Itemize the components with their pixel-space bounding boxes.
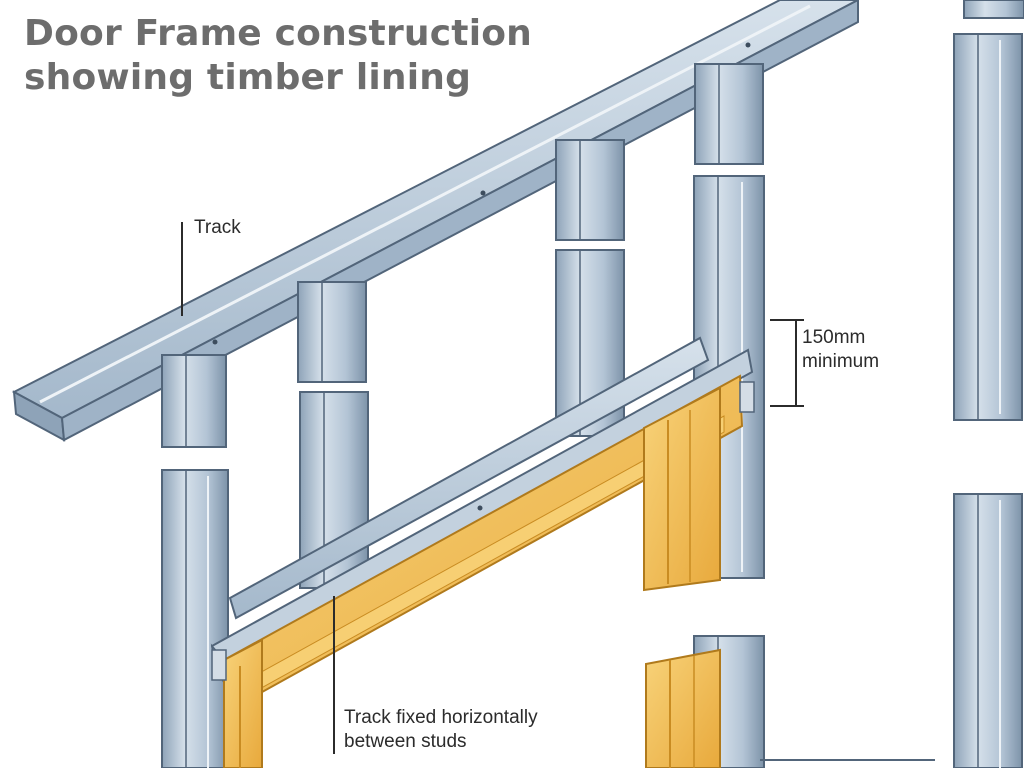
inner-track <box>228 336 710 620</box>
stud <box>953 493 1023 768</box>
stud <box>953 33 1023 421</box>
stud-stub <box>297 281 367 383</box>
track-label-text: Track <box>194 217 241 238</box>
top-track <box>11 0 859 442</box>
stud-stub <box>161 354 227 448</box>
track-label: Track <box>194 216 241 240</box>
timber-lining <box>211 374 755 768</box>
diagram-title: Door Frame construction showing timber l… <box>24 12 532 100</box>
left-stud <box>161 469 229 768</box>
right-studs <box>953 0 1024 768</box>
clearance-label-line-1: 150mm <box>802 327 866 348</box>
upper-stud-stubs <box>161 63 764 448</box>
stud-stub <box>555 139 625 241</box>
clearance-dimension <box>770 319 804 407</box>
track-fixed-label: Track fixed horizontally between studs <box>344 706 538 754</box>
title-line-2: showing timber lining <box>24 57 472 98</box>
track-fixed-label-line-1: Track fixed horizontally <box>344 707 538 728</box>
leader-lines <box>181 222 804 754</box>
title-line-1: Door Frame construction <box>24 13 533 54</box>
stud-stub <box>694 63 764 165</box>
clearance-label-line-2: minimum <box>802 351 880 372</box>
clearance-label: 150mm minimum <box>802 326 879 374</box>
track-fixed-label-line-2: between studs <box>344 731 467 752</box>
